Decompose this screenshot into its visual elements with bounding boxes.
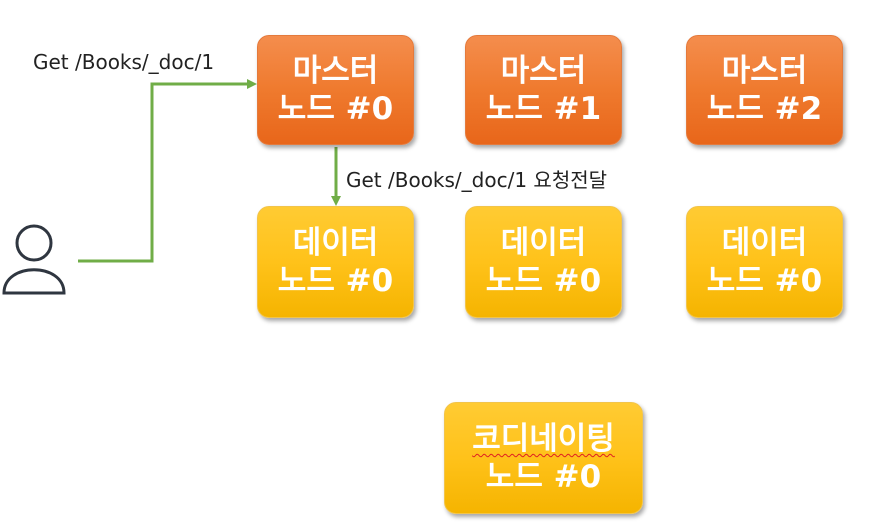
master-node-1-title: 마스터	[500, 53, 587, 89]
request-label: Get /Books/_doc/1	[33, 50, 215, 74]
data-node-2-title: 데이터	[721, 225, 808, 261]
master-node-2-title: 마스터	[721, 53, 808, 89]
data-node-0-number: 노드 #0	[277, 263, 394, 299]
data-node-1-title: 데이터	[500, 225, 587, 261]
coordinating-node: 코디네이팅 노드 #0	[444, 402, 643, 514]
user-icon	[2, 224, 66, 295]
master-node-0-number: 노드 #0	[277, 91, 394, 127]
data-node-2: 데이터 노드 #0	[686, 206, 843, 318]
master-node-2-number: 노드 #2	[706, 91, 823, 127]
master-node-0-title: 마스터	[292, 53, 379, 89]
forward-label: Get /Books/_doc/1 요청전달	[346, 168, 608, 192]
master-node-1-number: 노드 #1	[485, 91, 602, 127]
data-node-2-number: 노드 #0	[706, 263, 823, 299]
master-node-0: 마스터 노드 #0	[257, 35, 414, 145]
data-node-0-title: 데이터	[292, 225, 379, 261]
request-arrow	[78, 79, 257, 263]
coordinating-node-number: 노드 #0	[485, 459, 602, 495]
data-node-0: 데이터 노드 #0	[257, 206, 414, 318]
data-node-1-number: 노드 #0	[485, 263, 602, 299]
master-node-1: 마스터 노드 #1	[465, 35, 622, 145]
coordinating-node-title: 코디네이팅	[472, 421, 615, 457]
master-node-2: 마스터 노드 #2	[686, 35, 843, 145]
data-node-1: 데이터 노드 #0	[465, 206, 622, 318]
